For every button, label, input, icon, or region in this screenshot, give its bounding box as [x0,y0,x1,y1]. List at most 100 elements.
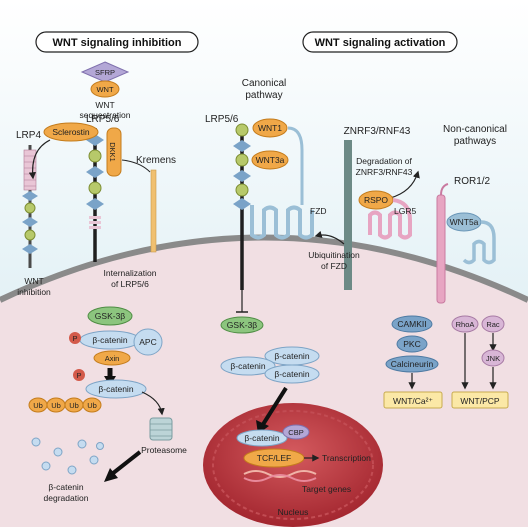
znrf-receptor [344,140,352,290]
sequestered-wnt-label: WNT [96,85,113,94]
apc-label: APC [139,337,156,347]
sequestered-wnt [90,80,120,98]
degradation-line2: degradation [44,493,89,503]
bcatenin-ubiquitinated-label: β-catenin [98,384,133,394]
bcatenin-nuclear [236,429,288,447]
nuclear-entry-arrow-shaft [260,386,288,428]
noncanonical-title-line2: pathways [454,136,496,147]
inhibition-header: WNT signaling inhibition [53,37,182,49]
ror-tip [440,183,449,196]
phospho-marker-2 [73,369,85,381]
canonical-title-line1: Canonical [242,78,286,89]
dna-strand-2 [243,474,317,482]
bcatenin-stable-3-label: β-catenin [274,369,309,379]
wnt-inhibition-line2: inhibition [17,287,51,297]
calcineurin-label: Calcineurin [391,359,434,369]
axin [93,350,131,366]
gsk3b-canonical [220,316,264,334]
lgr5-receptor [368,198,412,240]
ub-4: Ub [87,401,97,410]
sfrp-label: SFRP [95,68,115,77]
rhoa [451,315,479,333]
proteasome-label: Proteasome [141,445,187,455]
pkc-label: PKC [403,339,420,349]
sclerostin-to-lrp4-arrow [28,139,51,180]
ror-receptor [436,194,446,304]
nucleus-inner-membrane [212,410,374,520]
znrf-label: ZNRF3/RNF43 [344,126,411,137]
lrp56-canonical-label: LRP5/6 [205,114,239,125]
activation-header: WNT signaling activation [315,37,446,49]
lgr5-label: LGR5 [394,206,416,216]
rac [481,315,505,333]
fzd-label: FZD [310,206,327,216]
internalization-line2: of LRP5/6 [111,279,149,289]
rac-label: Rac [486,320,500,329]
wnt-sequestration-line2: sequestration [79,110,130,120]
dkk1-kremens-link [121,159,151,173]
tcf-lef-label: TCF/LEF [257,453,291,463]
degradation-arrow-head [104,468,118,482]
bcatenin-nuclear-label: β-catenin [244,433,279,443]
sclerostin-label: Sclerostin [52,127,90,137]
lrp4-label: LRP4 [16,130,41,141]
gsk3b-canonical-label: GSK-3β [227,320,258,330]
proteasome [149,417,173,441]
transcription-label: Transcription [322,453,371,463]
wnt-pcp-outcome [451,391,509,409]
to-proteasome-arrow [141,391,165,416]
znrf-degradation-line1: Degradation of [356,156,412,166]
nucleus-label: Nucleus [278,507,309,517]
sclerostin [43,122,99,142]
bcatenin-complex-label: β-catenin [92,335,127,345]
rhoa-label: RhoA [456,320,475,329]
noncanonical-title-line1: Non-canonical [443,124,507,135]
ub-2: Ub [51,401,61,410]
wnt-ca-outcome [383,391,443,409]
ubiquitin-chain: Ub Ub Ub Ub [28,397,102,413]
degradation-line1: β-catenin [48,482,83,492]
bcatenin-stable-2 [220,356,276,376]
phospho-label-1: P [72,334,77,343]
znrf-degradation-arrow [389,170,420,199]
lrp4-domains [22,149,38,254]
bcatenin-ubiquitinated [85,379,147,399]
ubiquitination-arrow [314,230,345,245]
ubiquitination-line1: Ubiquitination [308,250,360,260]
jnk-label: JNK [486,354,500,363]
activation-header-box [302,31,458,53]
apc [133,328,163,356]
znrf-degradation-line2: ZNRF3/RNF43 [356,167,413,177]
kremens-label: Kremens [136,155,176,166]
wnt5a-label: WNT5a [450,217,479,227]
camkii [391,315,433,333]
noncanonical-fzd [462,220,496,265]
phospho-marker-1 [69,332,81,344]
cbp [282,424,310,440]
wnt-sequestration-line1: WNT [95,100,114,110]
inhibition-header-box [35,31,199,53]
pkc [396,335,428,353]
gsk3b-inhibition [87,306,133,326]
ub-3: Ub [69,401,79,410]
internalization-line1: Internalization [104,268,157,278]
jnk [481,349,505,367]
wnt3a-label: WNT3a [256,155,285,165]
phospho-label-2: P [76,371,81,380]
dna-strand-1 [243,470,317,478]
wnt-inhibition-line1: WNT [24,276,43,286]
fzd-crd [287,126,304,205]
dkk1-label: DKK1 [108,142,117,162]
fzd-receptor [250,205,314,240]
target-genes-label: Target genes [302,484,351,494]
ubiquitination-line2: of FZD [321,261,347,271]
wnt-ca-outcome-label: WNT/Ca²⁺ [393,396,433,406]
cbp-label: CBP [288,428,303,437]
degradation-arrow-shaft [110,450,142,476]
gsk3b-inhibition-label: GSK-3β [95,311,126,321]
camkii-label: CAMKII [397,319,426,329]
rspo-label: RSPO [364,195,388,205]
wnt3a [251,150,289,170]
